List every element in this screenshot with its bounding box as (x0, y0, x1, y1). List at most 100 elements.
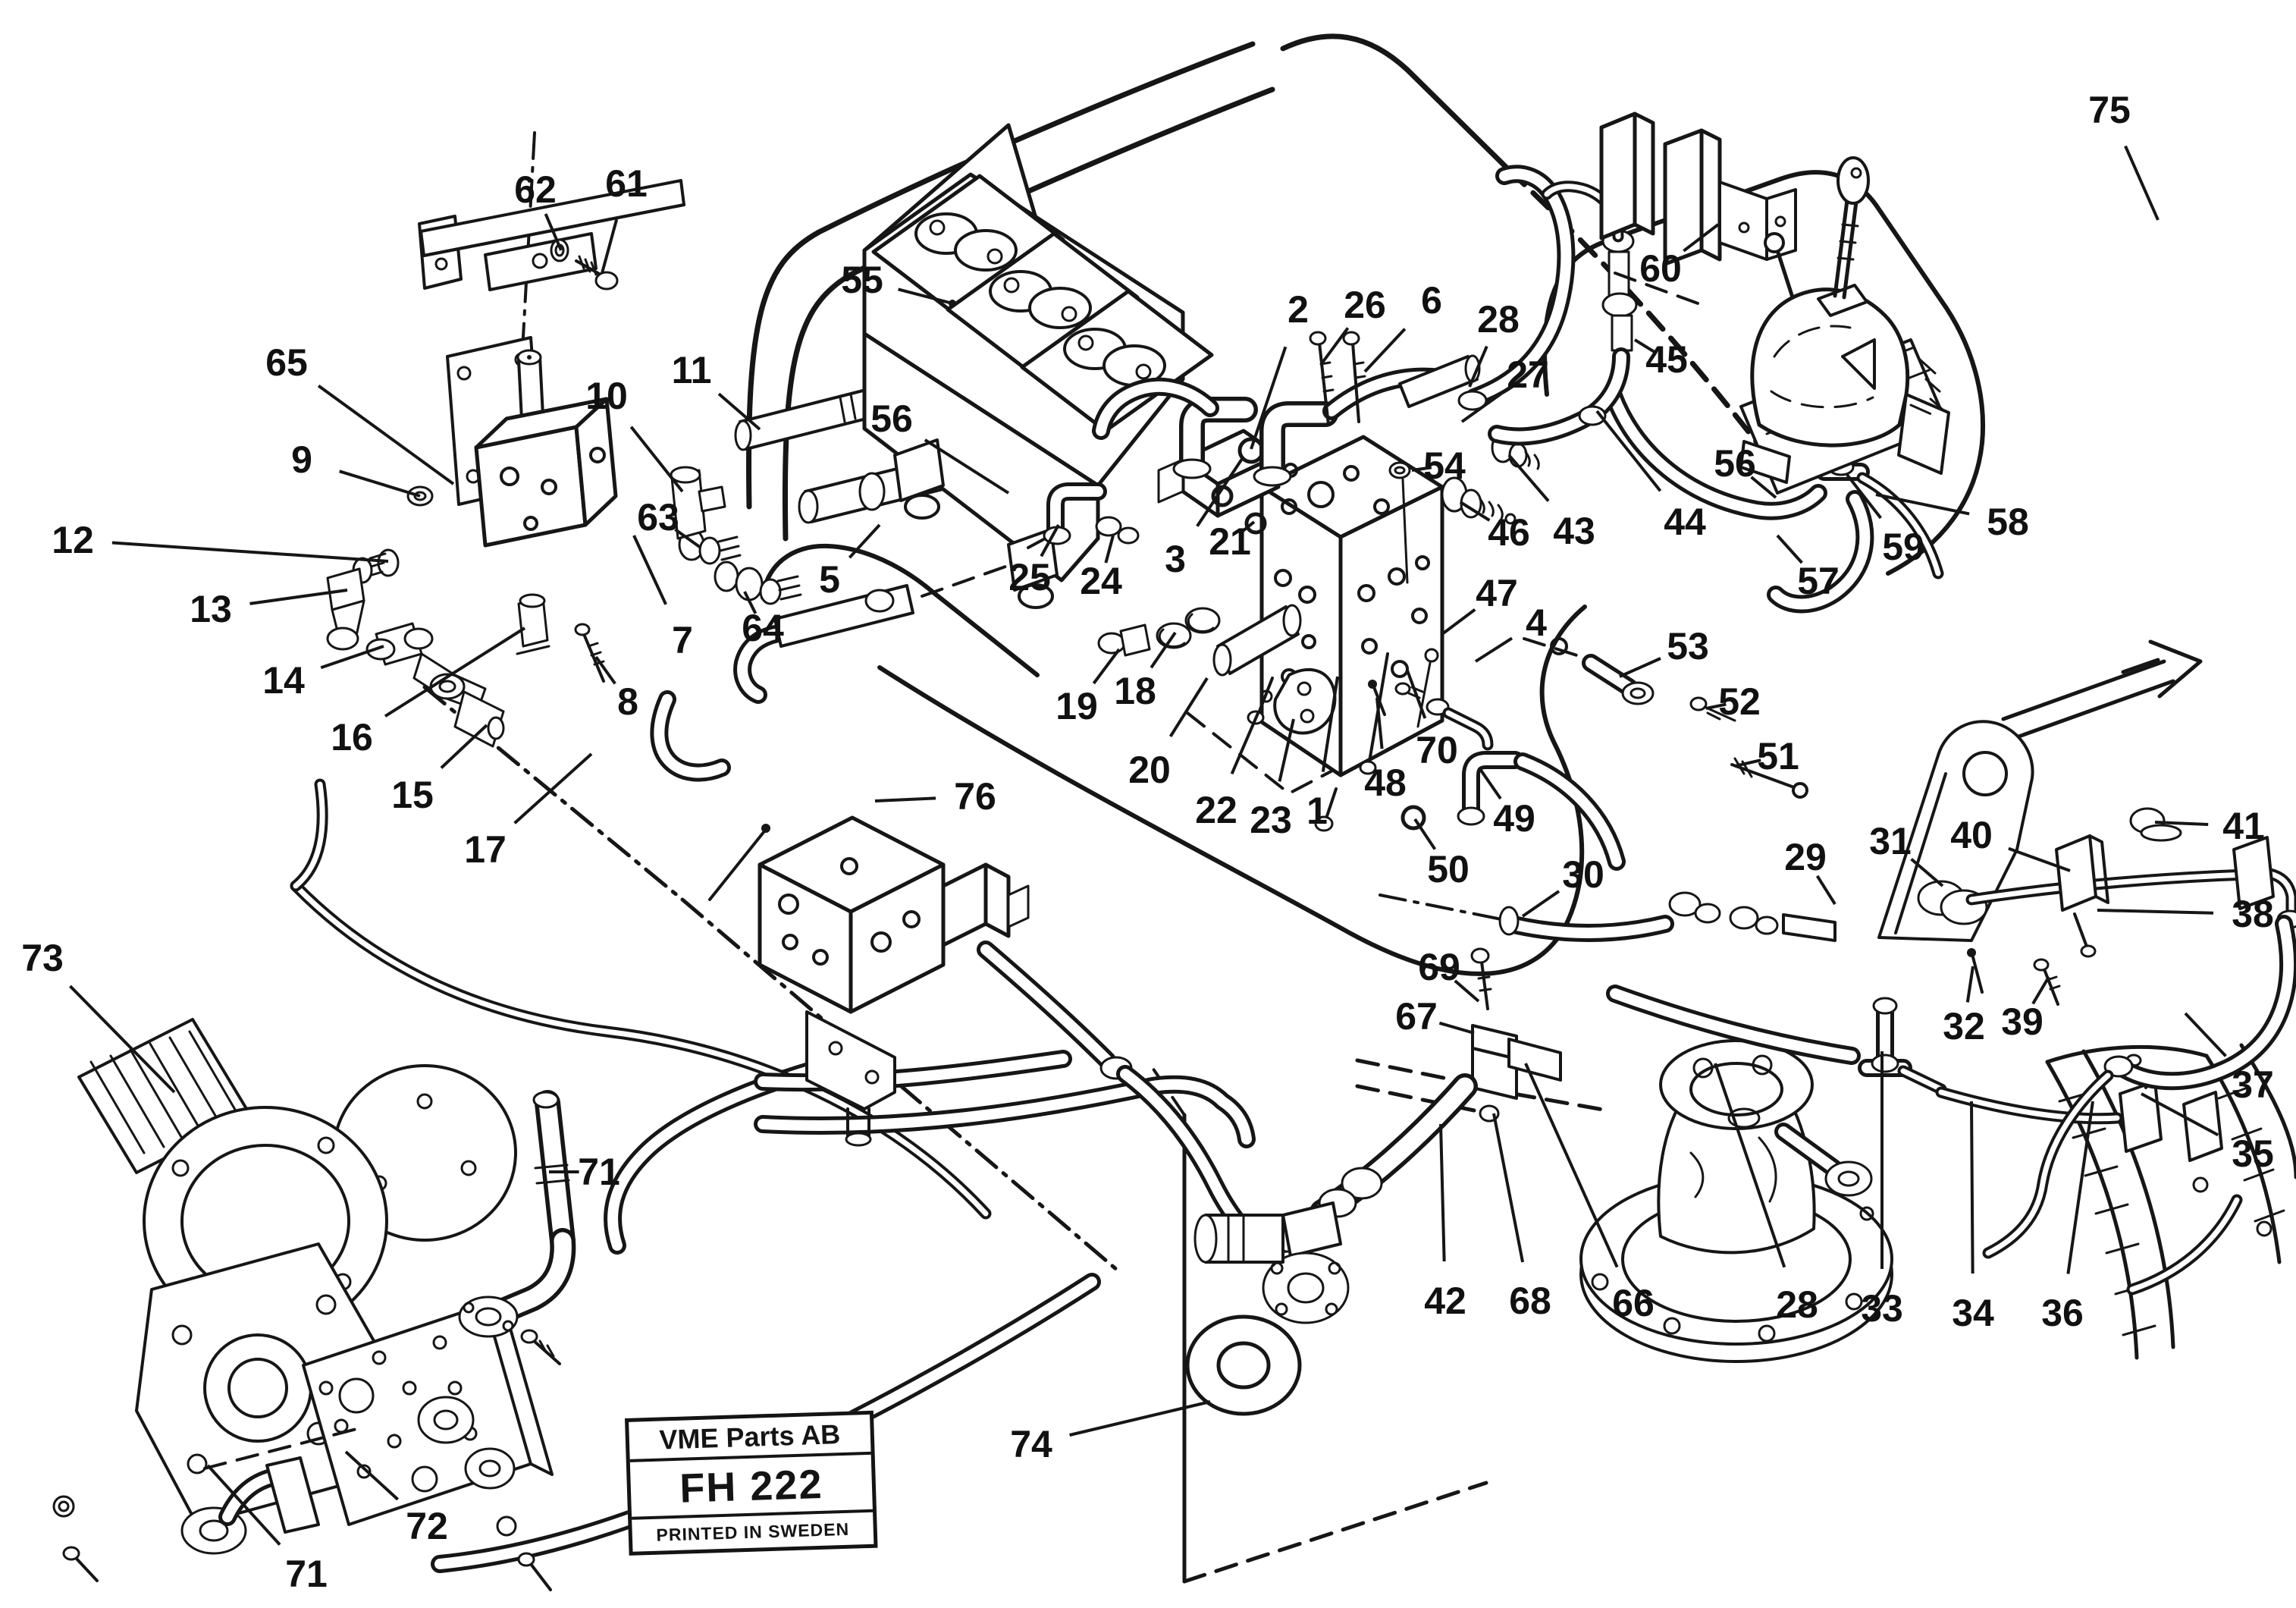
line-art (1479, 498, 1504, 520)
leader-line-51 (1734, 758, 1761, 768)
line-art (1325, 1302, 1338, 1316)
line-art (2217, 1086, 2249, 1100)
line-art (1773, 325, 1852, 358)
line-art (574, 623, 591, 636)
leader-line-75 (2124, 145, 2160, 221)
part-label-50: 50 (1427, 848, 1470, 890)
leader-line-4 (1474, 636, 1513, 663)
line-art (478, 1459, 501, 1478)
part-label-10: 10 (585, 375, 628, 417)
line-art (954, 229, 1018, 272)
part-label-71b: 71 (285, 1553, 328, 1595)
line-art (1470, 947, 1490, 964)
line-art (1469, 168, 1572, 403)
leader-line-11 (717, 392, 761, 431)
line-art (1601, 292, 1638, 318)
line-art (516, 645, 550, 655)
line-art (1836, 223, 1859, 261)
line-art (62, 1546, 80, 1561)
part-label-60: 60 (1639, 247, 1682, 290)
line-art (941, 862, 988, 947)
part-label-24: 24 (1080, 560, 1122, 602)
line-art (171, 1324, 193, 1346)
leader-line-56a (924, 438, 1010, 495)
leader-line-59 (1846, 473, 1882, 520)
line-art (1663, 1317, 1681, 1335)
part-label-67: 67 (1395, 995, 1438, 1038)
line-art (1445, 710, 1491, 748)
line-art (1119, 623, 1151, 657)
line-art (902, 910, 921, 928)
line-art (1775, 248, 1795, 300)
line-art (1507, 1038, 1562, 1082)
part-label-61: 61 (605, 162, 648, 205)
line-art (1689, 696, 1708, 711)
line-art (1504, 513, 1517, 525)
line-art (734, 419, 752, 451)
line-art (1971, 956, 1984, 994)
line-art (798, 489, 819, 524)
part-label-73: 73 (21, 937, 64, 979)
leader-line-48 (1375, 697, 1384, 749)
line-art (1318, 341, 1330, 426)
line-art (1158, 628, 1186, 648)
leader-line-32 (1965, 966, 1974, 1003)
line-art (778, 894, 799, 915)
line-art (129, 1048, 185, 1142)
leader-line-43 (1507, 454, 1550, 502)
line-art (438, 680, 456, 693)
line-art (2267, 871, 2294, 919)
line-art (1755, 915, 1779, 935)
line-art (1135, 363, 1152, 380)
leader-line-18 (1150, 631, 1177, 669)
leader-line-54 (1411, 466, 1432, 472)
line-art (2140, 824, 2182, 842)
line-art (1506, 167, 1770, 458)
part-label-22: 22 (1195, 789, 1237, 831)
part-label-76: 76 (954, 775, 996, 818)
leader-line-60 (1683, 223, 1720, 253)
line-art (864, 589, 895, 613)
line-art (1297, 681, 1312, 696)
line-art (1477, 975, 1492, 992)
pedal-valve-assembly (326, 336, 1054, 748)
part-label-46: 46 (1488, 511, 1530, 554)
line-art (1401, 478, 1409, 584)
line-art (870, 931, 892, 953)
line-art (2081, 1049, 2175, 1349)
line-art (2231, 1127, 2263, 1141)
line-art (2088, 834, 2109, 904)
line-art (1184, 607, 1221, 634)
line-art (1778, 1126, 1839, 1173)
leader-line-47 (1441, 608, 1476, 636)
line-art (1351, 341, 1360, 423)
machine-body-outlines (422, 33, 2296, 1584)
line-art (365, 638, 396, 661)
line-art (1738, 221, 1750, 234)
line-art (1357, 584, 1375, 602)
line-art (877, 605, 1587, 976)
line-art (318, 1380, 334, 1396)
line-art (761, 543, 1040, 677)
part-label-29: 29 (1784, 836, 1827, 878)
leader-line-26 (1321, 327, 1350, 364)
line-art (1505, 919, 1670, 938)
line-art (517, 1552, 535, 1567)
leader-line-49 (1479, 768, 1502, 800)
part-label-35: 35 (2232, 1132, 2274, 1175)
line-art (1314, 815, 1334, 832)
line-art (1739, 440, 1791, 484)
line-art (416, 1093, 433, 1110)
line-art (938, 1117, 1124, 1277)
leader-line-35 (2141, 1092, 2219, 1137)
line-art (1353, 361, 1366, 379)
pump-assembly (52, 1018, 576, 1591)
joystick-control (1739, 156, 1950, 495)
leader-line-70 (1406, 670, 1427, 719)
line-art (845, 1132, 872, 1147)
line-art (1817, 284, 1868, 317)
leader-line-5 (848, 523, 881, 559)
line-art (527, 355, 532, 360)
line-art (1524, 451, 1540, 470)
